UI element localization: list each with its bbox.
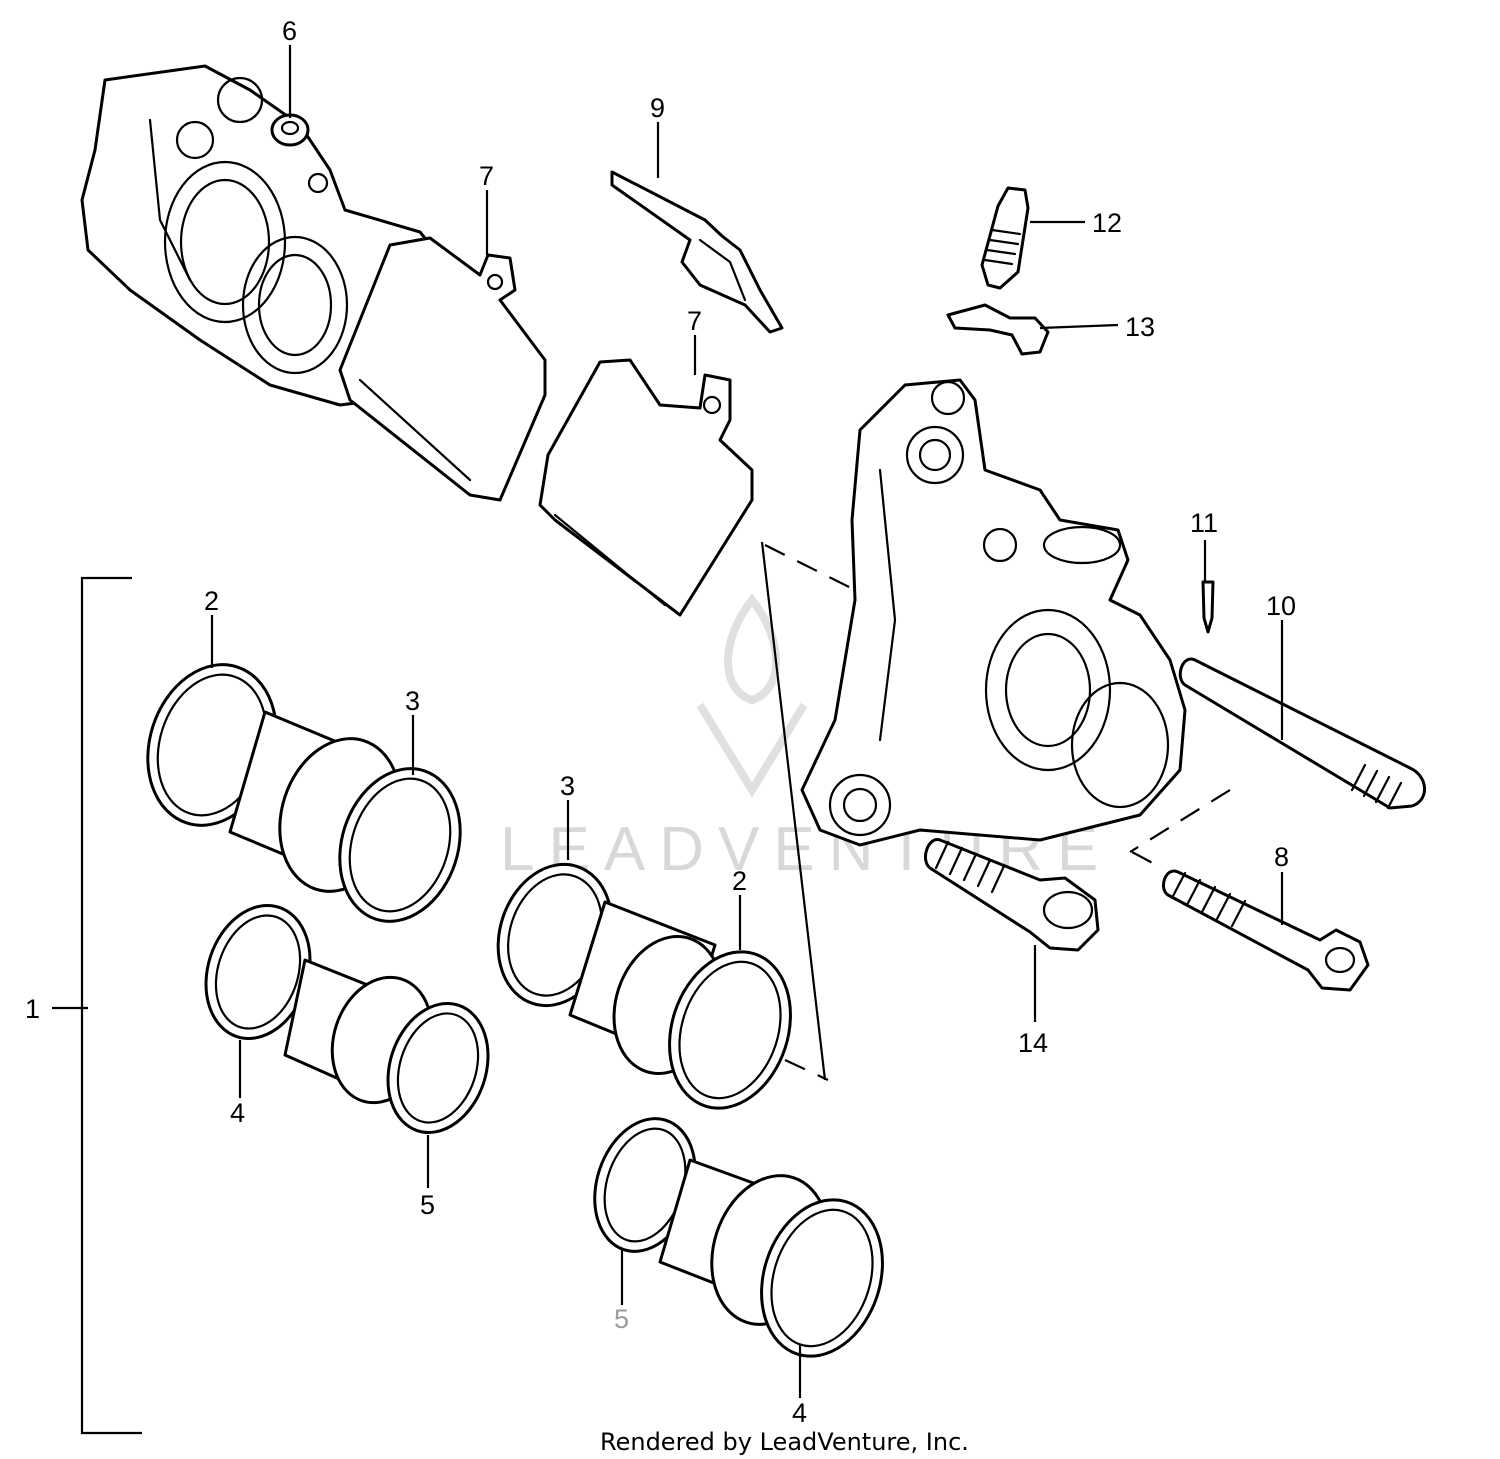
callout-5-bottom: 5 bbox=[614, 1304, 629, 1334]
callout-2-center: 2 bbox=[732, 866, 747, 896]
callout-10: 10 bbox=[1266, 591, 1296, 621]
callout-12: 12 bbox=[1092, 208, 1122, 238]
callout-5-left: 5 bbox=[420, 1190, 435, 1220]
kit-bracket bbox=[52, 576, 142, 1435]
pad-pin-10[interactable] bbox=[1178, 657, 1426, 810]
bleeder-screw-12[interactable] bbox=[980, 186, 1030, 290]
callout-1: 1 bbox=[25, 994, 40, 1024]
callout-4-bottom: 4 bbox=[792, 1398, 807, 1428]
callout-4-left: 4 bbox=[230, 1098, 245, 1128]
alignment-lines bbox=[760, 541, 1231, 1081]
bolt-8[interactable] bbox=[1162, 869, 1370, 992]
brake-pad-lower[interactable] bbox=[538, 358, 754, 617]
leader-lines bbox=[210, 45, 1284, 1398]
callout-8: 8 bbox=[1274, 842, 1289, 872]
seal-kit-lower-left[interactable] bbox=[189, 892, 504, 1146]
callout-13: 13 bbox=[1125, 312, 1155, 342]
callout-7-upper: 7 bbox=[479, 161, 494, 191]
callouts: 1 2 2 3 3 4 4 5 5 6 7 7 8 9 10 11 12 13 … bbox=[25, 16, 1296, 1428]
callout-2-left: 2 bbox=[204, 586, 219, 616]
bolt-14[interactable] bbox=[924, 838, 1100, 952]
callout-11: 11 bbox=[1190, 508, 1218, 538]
clip-13[interactable] bbox=[946, 303, 1050, 356]
seal-kit-center[interactable] bbox=[480, 850, 809, 1124]
clip-11[interactable] bbox=[1201, 580, 1215, 634]
pad-spring-9[interactable] bbox=[610, 170, 784, 334]
seal-kit-lower-center[interactable] bbox=[578, 1105, 902, 1372]
watermark-logo-flame bbox=[724, 593, 780, 705]
callout-6: 6 bbox=[282, 16, 297, 46]
footer-credit: Rendered by LeadVenture, Inc. bbox=[600, 1428, 969, 1456]
callout-3-left: 3 bbox=[405, 686, 420, 716]
bleeder-cap-6[interactable] bbox=[270, 113, 310, 147]
callout-14: 14 bbox=[1018, 1028, 1048, 1058]
seal-kit-upper-left[interactable] bbox=[128, 648, 480, 937]
callout-9: 9 bbox=[650, 93, 665, 123]
caliper-inner-half-bracket[interactable] bbox=[800, 378, 1187, 847]
watermark-logo-v bbox=[696, 702, 808, 798]
callout-3-center: 3 bbox=[560, 771, 575, 801]
callout-7-lower: 7 bbox=[687, 306, 702, 336]
brake-pad-upper[interactable] bbox=[338, 236, 547, 502]
